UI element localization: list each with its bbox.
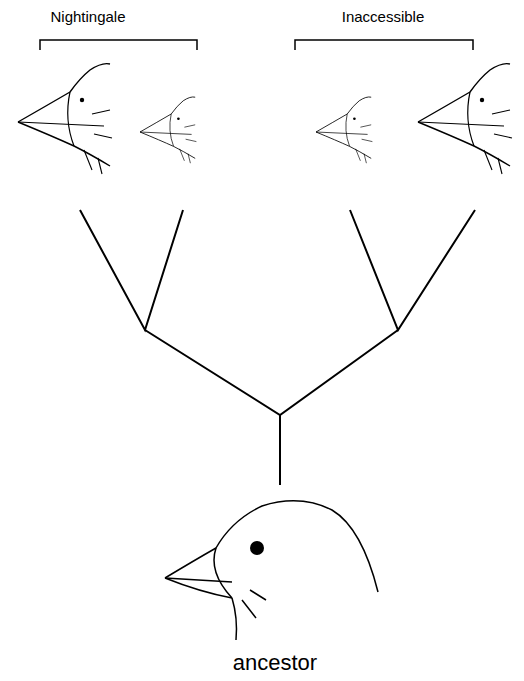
- ancestor-bird-head: [165, 501, 378, 640]
- island-label: Nightingale: [50, 8, 125, 25]
- large-beak: [418, 64, 512, 174]
- bracket: [40, 40, 197, 50]
- ancestor-label: ancestor: [233, 650, 317, 676]
- island-label: Inaccessible: [342, 8, 425, 25]
- bracket: [295, 40, 473, 50]
- large-beak: [18, 64, 112, 174]
- small-beak: [140, 97, 196, 163]
- small-beak: [316, 97, 372, 163]
- phylogenetic-tree: [80, 210, 475, 485]
